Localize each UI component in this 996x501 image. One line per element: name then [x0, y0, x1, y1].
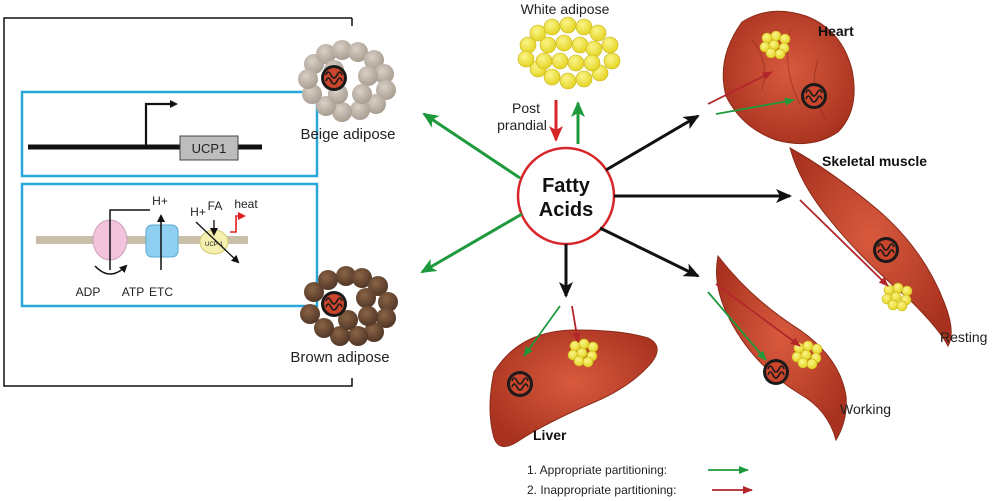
beige-adipose-cluster [298, 40, 396, 122]
to-beige-arrow-icon [422, 112, 521, 180]
fatty-label: Fatty [542, 175, 591, 197]
ucp1-small-label: UCP-1 [205, 242, 224, 248]
svg-text:prandial: prandial [497, 117, 547, 133]
liver-organ [489, 305, 658, 447]
white-adipose-cluster [517, 16, 621, 90]
inset-bracket [3, 17, 353, 387]
brown-adipose-cluster [300, 266, 398, 346]
liver-label: Liver [533, 427, 567, 443]
to-working-muscle-arrow-icon [599, 226, 700, 278]
svg-text:ADP: ADP [76, 285, 101, 299]
resting-label: Resting [940, 329, 987, 345]
resting-muscle [789, 146, 952, 348]
svg-text:ATP: ATP [122, 285, 144, 299]
to-brown-arrow-icon [420, 212, 523, 274]
heart-organ [707, 10, 855, 145]
legend-appropriate: 1. Appropriate partitioning: [527, 463, 667, 477]
heat-arrow-icon [230, 212, 246, 233]
brown-adipose-label: Brown adipose [290, 349, 389, 366]
svg-text:Post: Post [512, 100, 540, 116]
ucp1-gene-label: UCP1 [192, 141, 227, 156]
legend: 1. Appropriate partitioning: 2. Inapprop… [527, 463, 753, 497]
etc-complex-icon [145, 224, 179, 258]
transcription-start-arrow-icon [144, 100, 178, 147]
svg-text:H+: H+ [190, 205, 206, 219]
ucp1-gene-box [179, 135, 239, 161]
beige-adipose-label: Beige adipose [300, 126, 395, 143]
to-heart-arrow-icon [605, 114, 700, 172]
working-muscle [707, 254, 847, 442]
membrane-inset: UCP-1 H+ H+ FA heat ADP ATP ETC [20, 182, 319, 308]
acids-label: Acids [539, 199, 593, 221]
white-adipose-label: White adipose [521, 1, 610, 17]
svg-text:ETC: ETC [149, 285, 173, 299]
svg-text:H+: H+ [152, 194, 168, 208]
skeletal-muscle-label: Skeletal muscle [822, 153, 927, 169]
heart-label: Heart [818, 23, 854, 39]
fatty-acids-hub: Fatty Acids [516, 146, 616, 246]
working-label: Working [840, 401, 891, 417]
svg-text:heat: heat [234, 197, 258, 211]
ucp1-gene-inset: UCP1 [20, 90, 319, 178]
legend-inappropriate: 2. Inappropriate partitioning: [527, 483, 676, 497]
svg-text:FA: FA [208, 199, 223, 213]
